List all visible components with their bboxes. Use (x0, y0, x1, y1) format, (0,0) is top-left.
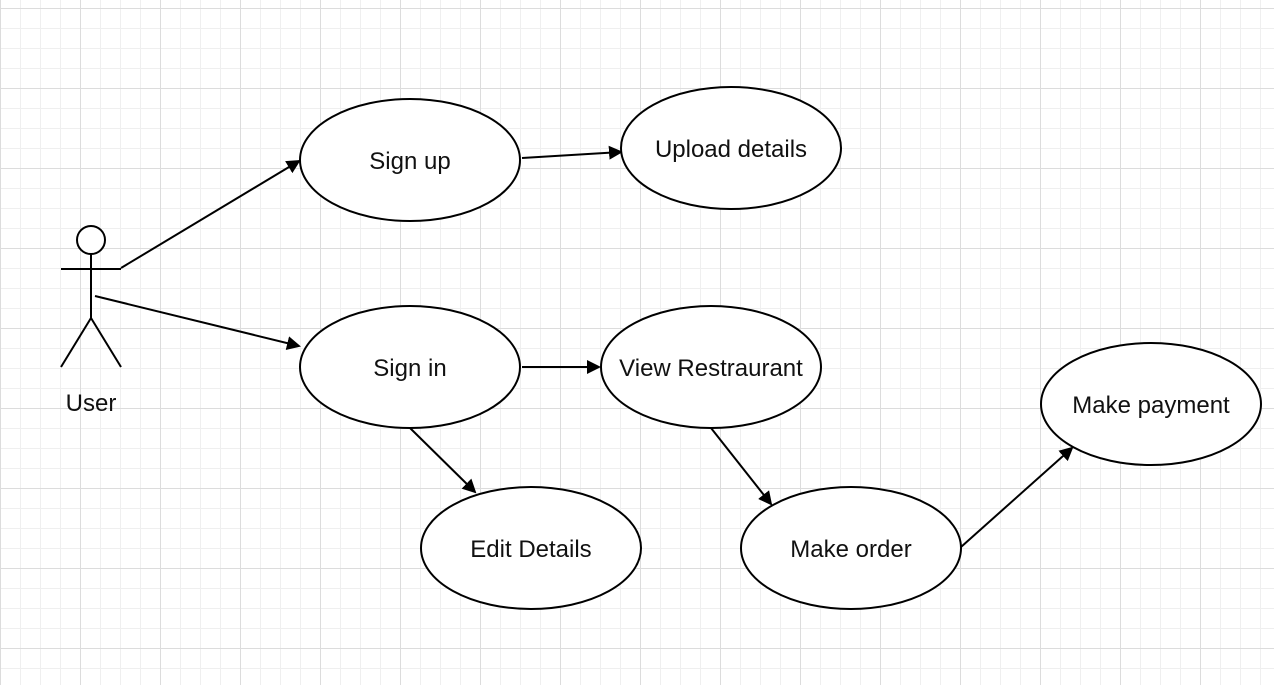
usecase-label: Make order (790, 536, 911, 563)
usecase-ellipse (420, 486, 642, 610)
usecase-label: View Restraurant (619, 355, 803, 382)
actor-head (76, 225, 106, 255)
usecase-label: Edit Details (470, 536, 591, 563)
actor-right-leg (90, 317, 122, 368)
usecase-ellipse (1040, 342, 1262, 466)
association-view-order (710, 427, 773, 506)
association-user-signup (120, 159, 301, 269)
association-signin-edit (409, 427, 477, 494)
usecase-ellipse (299, 305, 521, 429)
usecase-label: Upload details (655, 136, 807, 163)
usecase-upload-details[interactable]: Upload details (620, 86, 842, 210)
usecase-sign-in[interactable]: Sign in (299, 305, 521, 429)
usecase-view-restaurant[interactable]: View Restraurant (600, 305, 822, 429)
usecase-edit-details[interactable]: Edit Details (420, 486, 642, 610)
usecase-label: Sign up (369, 148, 450, 175)
actor-user[interactable]: User (60, 225, 122, 417)
usecase-ellipse (600, 305, 822, 429)
usecase-sign-up[interactable]: Sign up (299, 98, 521, 222)
actor-label: User (66, 390, 117, 417)
usecase-ellipse (740, 486, 962, 610)
association-signup-upload (521, 145, 623, 160)
actor-left-leg (60, 317, 92, 368)
association-order-payment (960, 446, 1074, 548)
usecase-make-order[interactable]: Make order (740, 486, 962, 610)
usecase-make-payment[interactable]: Make payment (1040, 342, 1262, 466)
usecase-ellipse (620, 86, 842, 210)
usecase-label: Make payment (1072, 392, 1230, 419)
usecase-label: Sign in (373, 355, 446, 382)
association-user-signin (94, 295, 301, 350)
usecase-ellipse (299, 98, 521, 222)
